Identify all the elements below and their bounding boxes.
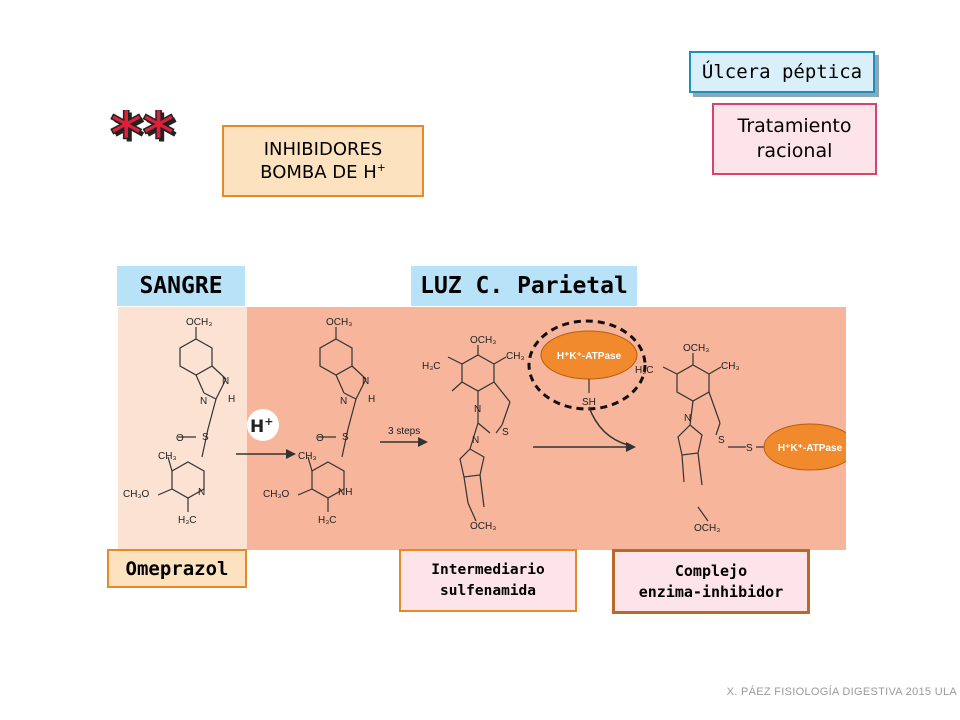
sulfenamide-molecule	[447, 345, 511, 522]
bound-enzyme-label: H⁺K⁺-ATPase	[778, 443, 843, 454]
omeprazole-label: Omeprazol	[125, 557, 229, 580]
svg-text:S: S	[502, 427, 509, 438]
drug-class-box: INHIBIDORES BOMBA DE H+	[222, 125, 424, 197]
svg-text:S: S	[718, 435, 725, 446]
svg-text:N: N	[340, 396, 347, 407]
subtitle-box: Tratamiento racional	[712, 103, 877, 175]
proton-pump-enzyme: H⁺K⁺-ATPase SH	[540, 330, 638, 408]
svg-text:N: N	[198, 487, 205, 498]
sh-label: SH	[582, 397, 596, 408]
dashed-highlight-circle	[527, 319, 647, 411]
bound-enzyme: H⁺K⁺-ATPase	[763, 423, 846, 471]
svg-text:OCH₃: OCH₃	[326, 317, 352, 328]
three-steps-label: 3 steps	[388, 426, 420, 437]
page-title: Úlcera péptica	[701, 61, 863, 83]
svg-text:N: N	[474, 404, 481, 415]
drug-class-line-1: INHIBIDORES	[263, 138, 383, 160]
drug-class-superscript: +	[376, 161, 386, 174]
svg-text:OCH₃: OCH₃	[470, 335, 496, 346]
svg-text:OCH₃: OCH₃	[470, 521, 496, 532]
svg-text:H₃C: H₃C	[178, 515, 197, 526]
svg-text:S: S	[202, 432, 209, 443]
svg-text:H₃C: H₃C	[318, 515, 337, 526]
svg-text:OCH₃: OCH₃	[186, 317, 212, 328]
svg-text:CH₃O: CH₃O	[123, 489, 150, 500]
protonation-arrowhead	[286, 449, 296, 459]
svg-text:CH₃: CH₃	[298, 451, 317, 462]
sulfenamide-label-line-1: Intermediario	[431, 562, 545, 579]
drug-class-line-2: BOMBA DE H	[260, 162, 377, 183]
svg-text:N: N	[362, 376, 369, 387]
svg-text:S: S	[342, 432, 349, 443]
enzyme-label: H⁺K⁺-ATPase	[557, 351, 622, 362]
footer-credit: X. PÁEZ FISIOLOGÍA DIGESTIVA 2015 ULA	[726, 686, 957, 698]
double-asterisk-icon: ** **	[109, 110, 178, 156]
complex-label-box: Complejo enzima-inhibidor	[612, 549, 810, 614]
svg-text:CH₃O: CH₃O	[263, 489, 290, 500]
svg-text:N: N	[472, 435, 479, 446]
enzyme-curve-arrow	[588, 406, 629, 446]
svg-text:S: S	[746, 443, 753, 454]
svg-text:OCH₃: OCH₃	[683, 343, 709, 354]
svg-text:CH₃: CH₃	[506, 351, 525, 362]
svg-text:CH₃: CH₃	[721, 361, 740, 372]
title-box: Úlcera péptica	[689, 51, 875, 93]
sulfenamide-label-box: Intermediario sulfenamida	[399, 549, 577, 612]
three-steps-arrowhead	[418, 437, 428, 447]
asterisk-shadow: **	[113, 110, 178, 156]
svg-text:H: H	[228, 394, 235, 405]
svg-text:H: H	[368, 394, 375, 405]
complex-label-line-2: enzima-inhibidor	[638, 582, 784, 601]
asterisk-marker: **	[110, 110, 175, 156]
complex-molecule	[662, 353, 768, 522]
protonated-omeprazole-molecule	[297, 327, 367, 512]
omeprazole-molecule	[157, 327, 227, 512]
svg-text:H₃C: H₃C	[635, 365, 654, 376]
svg-text:H₃C: H₃C	[422, 361, 441, 372]
blood-panel	[118, 307, 247, 550]
svg-text:CH₃: CH₃	[158, 451, 177, 462]
subtitle-line-1: Tratamiento	[737, 115, 852, 138]
omeprazole-label-box: Omeprazol	[107, 549, 247, 588]
svg-text:N: N	[200, 396, 207, 407]
subtitle-line-2: racional	[756, 140, 833, 162]
lumen-compartment-label: LUZ C. Parietal	[411, 266, 637, 306]
complex-label-line-1: Complejo	[674, 561, 748, 580]
sulfenamide-label-line-2: sulfenamida	[439, 582, 537, 599]
proton-label: H+	[250, 415, 273, 437]
blood-compartment-label: SANGRE	[117, 266, 245, 306]
svg-text:O: O	[316, 433, 324, 444]
svg-text:NH: NH	[338, 487, 352, 498]
svg-text:OCH₃: OCH₃	[694, 523, 720, 534]
proton-badge	[247, 409, 279, 441]
svg-text:N: N	[222, 376, 229, 387]
binding-arrowhead	[626, 442, 636, 452]
svg-text:O: O	[176, 433, 184, 444]
svg-text:N: N	[684, 413, 691, 424]
reaction-diagram: OCH₃ N H N S O CH₃ CH₃O N H₃C H+	[123, 317, 846, 534]
